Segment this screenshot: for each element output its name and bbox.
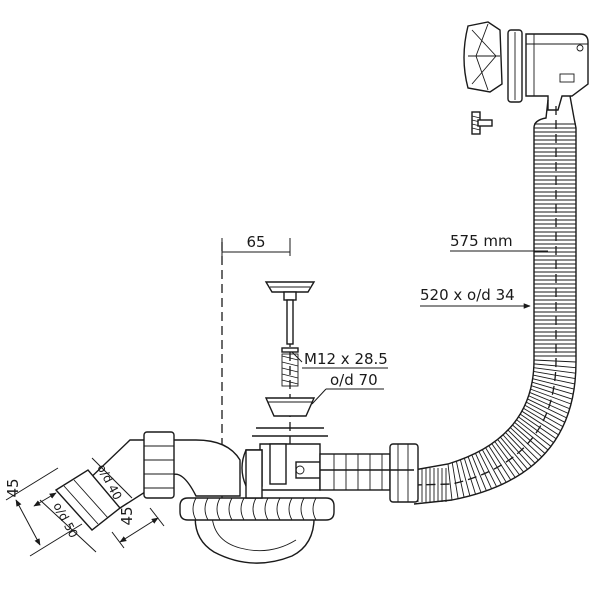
- hose-rib: [532, 378, 575, 390]
- hose-rib: [505, 432, 536, 464]
- hose-rib: [519, 413, 557, 440]
- label-waste-od: o/d 70: [311, 371, 384, 405]
- hose-rib: [531, 381, 574, 395]
- outlet-adaptor: [54, 469, 122, 531]
- hose-rib: [528, 395, 569, 414]
- dimension-65-label: 65: [246, 233, 265, 251]
- label-plug-screw: M12 x 28.5: [291, 350, 388, 369]
- overflow-hose-label: 520 x o/d 34: [420, 286, 515, 304]
- overflow-fixing-screw: [471, 111, 493, 135]
- hose-rib: [530, 388, 572, 405]
- hose-rib: [455, 461, 465, 498]
- hose-rib: [529, 392, 570, 410]
- overflow-body: [525, 33, 589, 111]
- overflow-corrugated-hose: [299, 95, 577, 505]
- hose-rib: [471, 454, 487, 491]
- hose-rib: [521, 410, 559, 436]
- hose-rib: [533, 367, 576, 374]
- hose-rib: [523, 407, 562, 432]
- hose-rib: [533, 374, 575, 385]
- trap-riser: [245, 449, 263, 499]
- hose-rib: [502, 434, 532, 467]
- dimension-45-left-label: 45: [4, 478, 22, 497]
- label-hose-length: 575 mm: [450, 232, 548, 252]
- hose-rib: [463, 458, 476, 495]
- hose-rib: [509, 427, 543, 458]
- label-overflow-hose: 520 x o/d 34: [420, 286, 531, 309]
- hose-rib: [507, 429, 539, 461]
- hose-rib: [516, 419, 552, 447]
- hose-rib: [500, 436, 528, 470]
- hose-length-label: 575 mm: [450, 232, 513, 250]
- hose-rib: [488, 445, 512, 481]
- hose-rib: [533, 363, 576, 369]
- waste-od-label: o/d 70: [330, 371, 378, 389]
- hose-rib: [494, 441, 520, 476]
- plug-screw-label: M12 x 28.5: [304, 350, 388, 368]
- hose-rib: [518, 416, 554, 444]
- outlet-elbow: [82, 431, 241, 509]
- plug-spring: [281, 347, 299, 387]
- waste-connector-nut: [319, 443, 419, 503]
- hose-rib: [497, 439, 524, 473]
- dimension-45-right-label: 45: [118, 506, 136, 525]
- hose-rib: [481, 449, 502, 485]
- overflow-gasket: [507, 29, 523, 103]
- waste-grid-flange: [264, 397, 316, 417]
- dimension-45-left: 45: [4, 467, 83, 557]
- hose-rib: [531, 385, 573, 400]
- hose-rib: [475, 453, 493, 490]
- hose-rib: [491, 443, 516, 478]
- hose-rib: [447, 463, 453, 501]
- dimension-45-right: 45: [111, 506, 165, 549]
- overflow-cover: [463, 21, 503, 93]
- hose-rib: [527, 398, 567, 419]
- dimension-65: 65: [221, 233, 291, 256]
- hose-rib: [526, 401, 566, 423]
- hose-rib: [467, 456, 482, 493]
- hose-rib: [524, 404, 564, 427]
- trap-ring-nut: [179, 497, 335, 521]
- waste-washer: [252, 427, 328, 437]
- hose-rib: [485, 447, 507, 483]
- hose-rib: [533, 359, 577, 363]
- hose-rib: [533, 370, 576, 380]
- hose-rib: [478, 451, 498, 488]
- hose-rib: [459, 459, 471, 497]
- plug-stopper: [264, 281, 316, 345]
- hose-rib: [451, 462, 459, 499]
- hose-rib: [512, 424, 546, 454]
- hose-rib: [514, 422, 549, 451]
